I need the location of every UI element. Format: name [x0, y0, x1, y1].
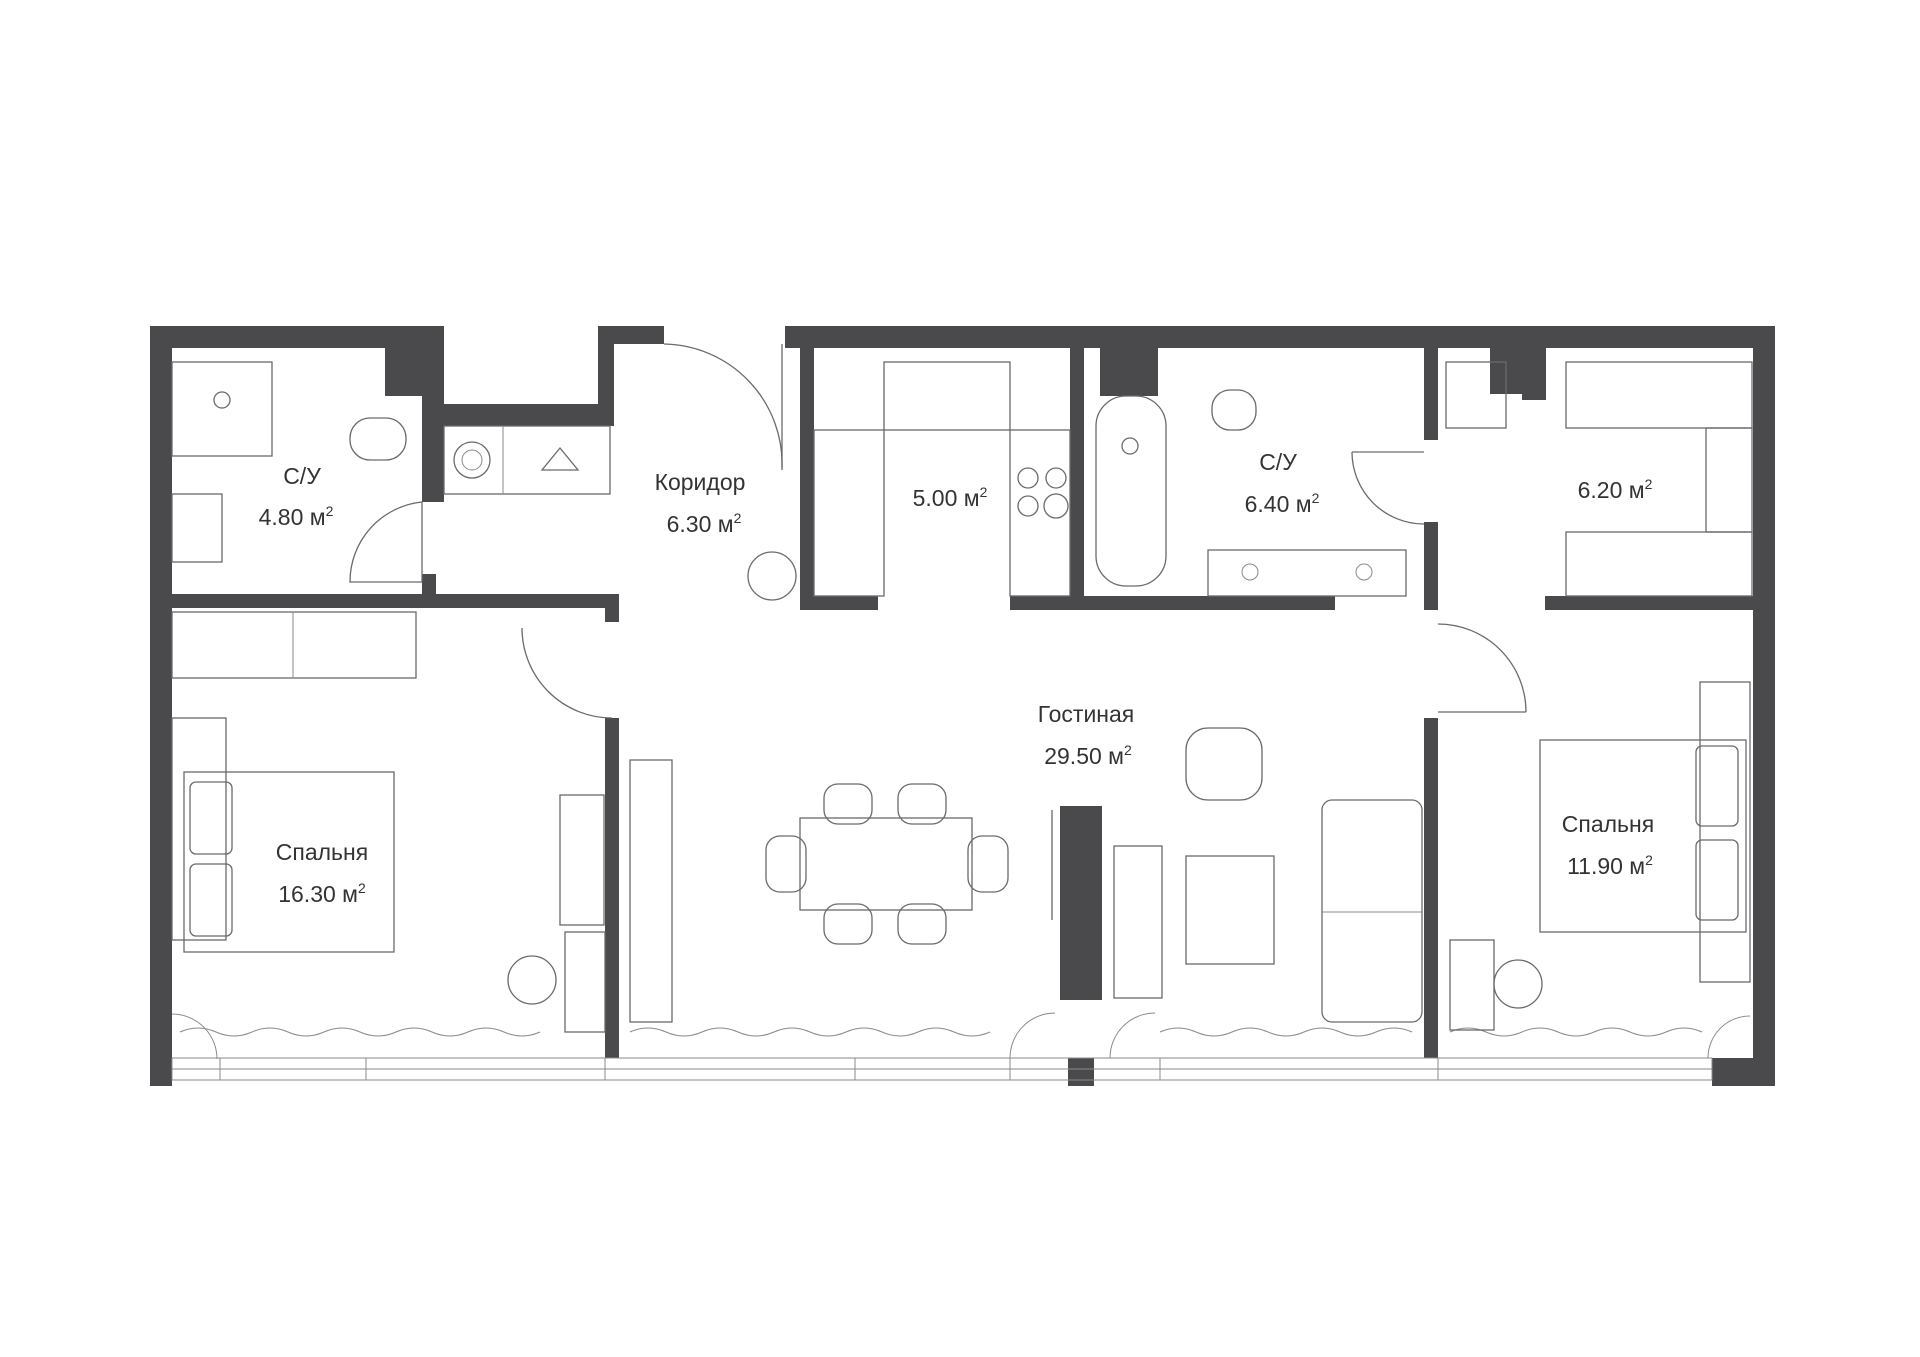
room-labels: С/У 4.80 м2 Коридор 6.30 м2 5.00 м2 С/У …: [259, 449, 1655, 907]
corridor-name: Коридор: [655, 469, 746, 495]
bath2-name: С/У: [1259, 449, 1297, 475]
dressing-area: 6.20 м2: [1578, 476, 1653, 503]
bedroom1-area: 16.30 м2: [278, 880, 366, 907]
windows: [171, 1012, 1751, 1081]
bath2-area: 6.40 м2: [1245, 490, 1320, 517]
doors: [349, 343, 1527, 719]
living-area: 29.50 м2: [1044, 742, 1132, 769]
furniture: [171, 361, 1753, 1033]
bedroom2-name: Спальня: [1562, 811, 1654, 837]
walls: [150, 326, 1775, 1086]
bath1-name: С/У: [283, 463, 321, 489]
bedroom2-area: 11.90 м2: [1567, 852, 1653, 879]
corridor-area: 6.30 м2: [667, 510, 742, 537]
living-name: Гостиная: [1038, 701, 1135, 727]
kitchen-area: 5.00 м2: [913, 484, 988, 511]
bath1-area: 4.80 м2: [259, 503, 334, 530]
bedroom1-name: Спальня: [276, 839, 368, 865]
